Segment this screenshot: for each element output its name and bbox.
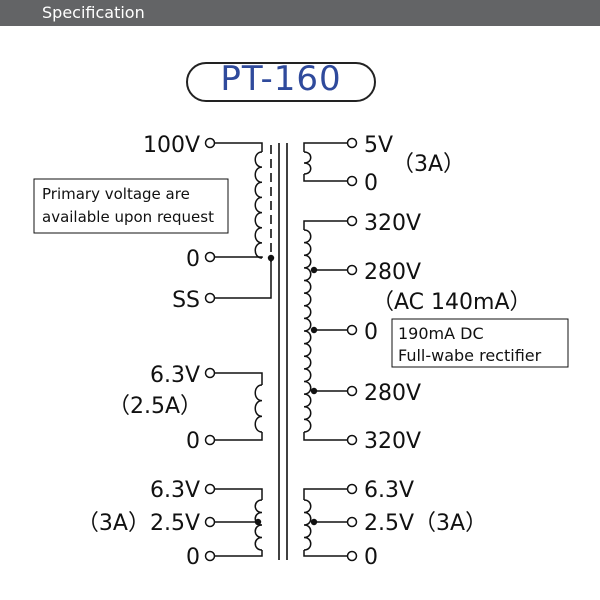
heater2-0-label: 0 <box>186 545 200 570</box>
heater2-tap-dot <box>254 518 262 526</box>
heater-right-2v5-label: 2.5V（3A） <box>364 511 487 536</box>
heater-right-6v3-wire <box>303 488 352 500</box>
heater1-6v3-label: 6.3V <box>150 363 200 388</box>
hv-label-280-bottom: 280V <box>364 381 421 406</box>
shield-junction-dot <box>267 254 275 262</box>
primary-100v-label: 100V <box>143 133 200 158</box>
primary-0-terminal <box>204 251 216 263</box>
model-title-frame <box>186 62 376 102</box>
heater2-2v5-label: （3A）2.5V <box>77 511 200 536</box>
primary-100v-terminal <box>204 137 216 149</box>
heater2-6v3-wire <box>210 488 263 500</box>
heater2-2v5-terminal <box>204 516 216 528</box>
heater1-6v3-terminal <box>204 367 216 379</box>
primary-note-box <box>33 178 229 234</box>
heater1-0-terminal <box>204 434 216 446</box>
heater-right-2v5-terminal <box>346 516 358 528</box>
hv-label-0-center: 0 <box>364 320 378 345</box>
heater1-current-label: （2.5A） <box>108 394 202 419</box>
sec-5v-label: 5V <box>364 133 393 158</box>
hv-label-320-bottom: 320V <box>364 429 421 454</box>
header-title: Specification <box>42 3 145 22</box>
dc-note-line-1: 190mA DC <box>398 324 484 343</box>
heater-right-winding <box>303 499 312 551</box>
heater2-0-terminal <box>204 550 216 562</box>
primary-note-line-1: Primary voltage are <box>42 185 190 203</box>
heater1-0-label: 0 <box>186 429 200 454</box>
sec-5v-top-wire <box>303 142 352 152</box>
heater1-6v3-wire <box>210 372 263 385</box>
heater-right-6v3-terminal <box>346 483 358 495</box>
heater2-0-wire <box>210 550 263 557</box>
hv-280-top-dot <box>310 266 318 274</box>
hv-ac-current-label: （AC 140mA） <box>372 290 532 315</box>
hv-winding <box>303 229 312 433</box>
hv-280-bottom-terminal <box>346 385 358 397</box>
sec-5v-0-wire <box>303 174 352 182</box>
heater2-6v3-terminal <box>204 483 216 495</box>
heater2-6v3-label: 6.3V <box>150 478 200 503</box>
dc-note-line-2: Full-wabe rectifier <box>398 346 542 365</box>
primary-winding <box>254 151 263 259</box>
primary-0-wire <box>210 256 263 258</box>
sec-5v-terminal <box>346 137 358 149</box>
heater-right-tap-dot <box>310 518 318 526</box>
primary-0-label: 0 <box>186 247 200 272</box>
heater1-winding <box>254 384 263 433</box>
heater-right-0-wire <box>303 550 352 557</box>
primary-note-line-2: available upon request <box>42 208 214 226</box>
hv-280-top-terminal <box>346 264 358 276</box>
header-bar: Specification <box>0 0 600 26</box>
sec-5v-current-label: （3A） <box>392 152 465 177</box>
shield-ss-label: SS <box>172 288 200 313</box>
sec-5v-0-label: 0 <box>364 171 378 196</box>
heater2-winding <box>254 499 263 551</box>
shield-ss-wire <box>210 258 272 299</box>
heater1-0-wire <box>210 432 263 441</box>
hv-label-280-top: 280V <box>364 260 421 285</box>
dc-note-box <box>391 318 569 368</box>
hv-320-top-terminal <box>346 215 358 227</box>
hv-320-bottom-terminal <box>346 434 358 446</box>
hv-280-bottom-dot <box>310 387 318 395</box>
hv-320-top-wire <box>303 220 352 230</box>
transformer-core <box>278 143 288 560</box>
hv-0-terminal <box>346 324 358 336</box>
sec-5v-winding <box>303 151 312 175</box>
primary-100v-wire <box>210 142 263 152</box>
model-title: PT-160 <box>220 59 342 99</box>
heater-right-6v3-label: 6.3V <box>364 478 414 503</box>
hv-320-bottom-wire <box>303 432 352 441</box>
heater-right-0-label: 0 <box>364 545 378 570</box>
hv-center-dot <box>310 326 318 334</box>
heater-right-0-terminal <box>346 550 358 562</box>
sec-5v-0-terminal <box>346 175 358 187</box>
shield-ss-terminal <box>204 292 216 304</box>
hv-label-320-top: 320V <box>364 211 421 236</box>
